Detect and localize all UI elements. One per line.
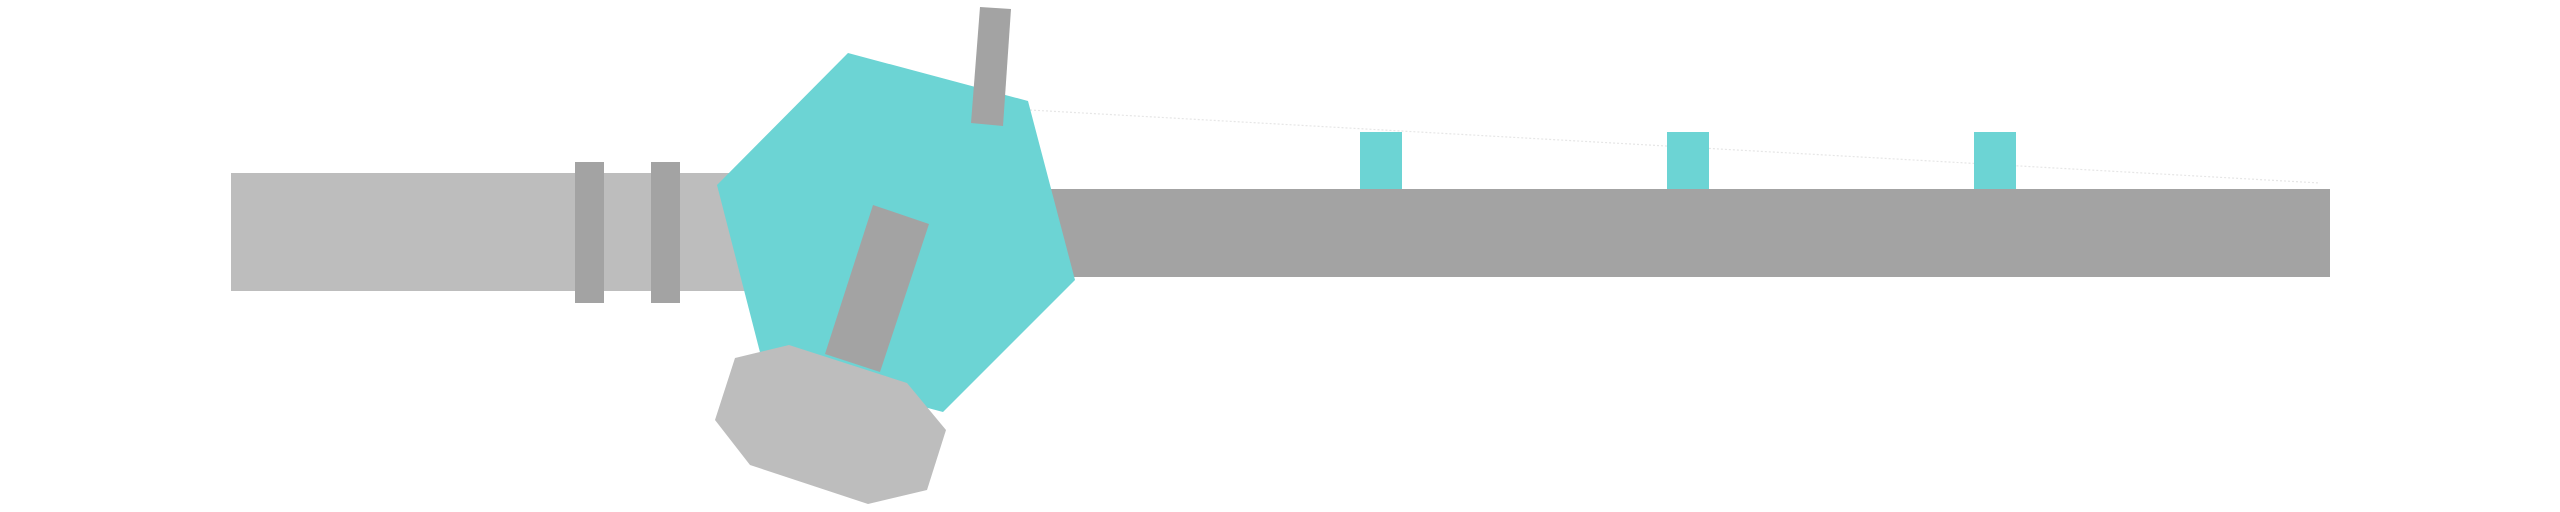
left-bar — [231, 173, 760, 291]
marker-square-2 — [1667, 132, 1709, 189]
top-stick — [971, 7, 1011, 126]
marker-square-3 — [1974, 132, 2016, 189]
right-bar — [1040, 189, 2330, 277]
bar-clip-1 — [575, 162, 604, 303]
middle-stick — [825, 205, 929, 372]
bar-clip-2 — [651, 162, 680, 303]
thin-guide-line — [1029, 109, 2321, 184]
marker-square-1 — [1360, 132, 1402, 189]
knob-icon — [715, 345, 946, 504]
